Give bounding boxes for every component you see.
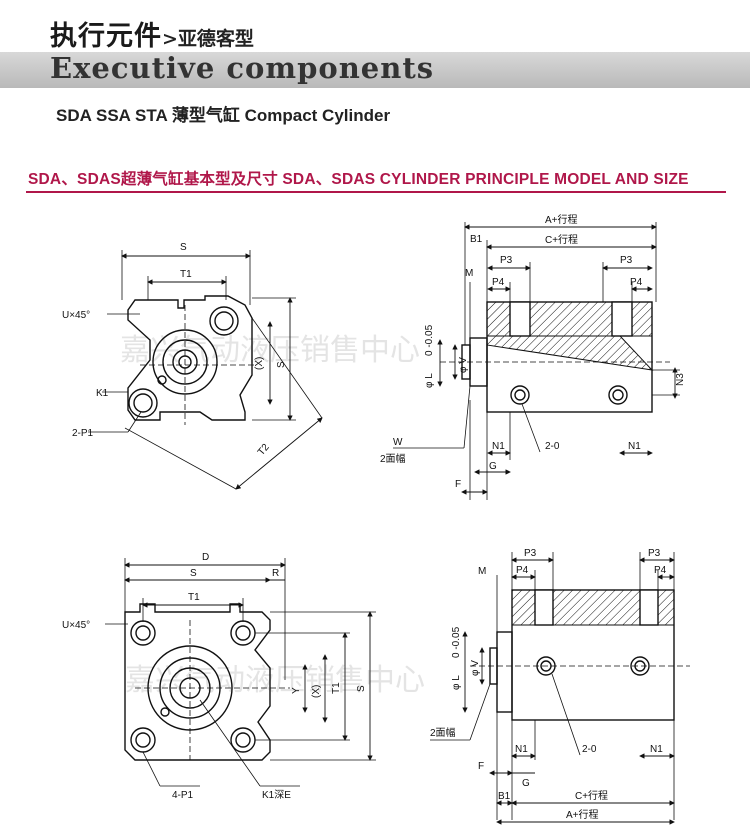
dim-S-bottom: S <box>190 568 197 579</box>
dim-R: R <box>272 568 279 579</box>
dim-F-bottom: F <box>478 761 484 772</box>
dim-T2: T2 <box>256 442 272 458</box>
bottom-front-view <box>105 558 376 787</box>
dim-T1-bottom: T1 <box>188 592 200 603</box>
dim-S-side-bottom: S <box>356 685 367 692</box>
dim-P3-right: P3 <box>620 255 633 266</box>
dim-W-note: 2面幅 <box>380 452 406 465</box>
dim-P3-left: P3 <box>500 255 513 266</box>
top-front-view <box>88 250 323 490</box>
dim-X: (X) <box>254 357 265 370</box>
dim-A-stroke: A+行程 <box>545 213 578 226</box>
dim-U45-bottom: U×45° <box>62 620 90 631</box>
dim-L-tol-bottom: 0 -0.05 <box>451 626 462 658</box>
dim-W-note-bottom: 2面幅 <box>430 726 456 739</box>
title-cn: 执行元件>亚德客型 <box>50 21 254 52</box>
page-header: 执行元件>亚德客型 Executive components <box>0 0 750 96</box>
dim-2P1: 2-P1 <box>72 428 94 439</box>
dim-M: M <box>465 268 473 279</box>
section-title: SDA、SDAS超薄气缸基本型及尺寸 SDA、SDAS CYLINDER PRI… <box>28 171 689 188</box>
dim-L: φ L <box>424 373 435 388</box>
dim-V-bottom: φ V <box>470 660 481 676</box>
dim-4P1: 4-P1 <box>172 790 194 801</box>
dim-P4-left-bottom: P4 <box>516 565 529 576</box>
dim-F: F <box>455 479 461 490</box>
dim-X-bottom: (X) <box>311 685 322 698</box>
dim-W: W <box>393 437 403 448</box>
dim-L-bottom: φ L <box>451 675 462 690</box>
dim-T1: T1 <box>180 269 192 280</box>
bottom-side-view <box>430 552 690 825</box>
dim-D: D <box>202 552 209 563</box>
dim-M-bottom: M <box>478 566 486 577</box>
dim-2-0: 2-0 <box>545 441 560 452</box>
dim-V: φ V <box>458 357 469 373</box>
dim-P3-right-bottom: P3 <box>648 548 661 559</box>
dim-K1-depth: K1深E <box>262 789 291 801</box>
dim-L-tol: 0 -0.05 <box>424 324 435 356</box>
dim-P4-right: P4 <box>630 277 643 288</box>
dim-G: G <box>489 461 497 472</box>
dim-N1-left: N1 <box>492 441 505 452</box>
dim-S-side: S <box>276 361 287 368</box>
dim-G-bottom: G <box>522 778 530 789</box>
top-side-view <box>393 222 680 500</box>
dim-N1-right: N1 <box>628 441 641 452</box>
dim-U45: U×45° <box>62 310 90 321</box>
dim-C-stroke-bottom: C+行程 <box>575 789 608 802</box>
dim-P4-right-bottom: P4 <box>654 565 667 576</box>
watermark-bottom: 嘉兴气动液压销售中心 <box>125 663 425 698</box>
dim-P4-left: P4 <box>492 277 505 288</box>
dim-B1-bottom: B1 <box>498 791 511 802</box>
product-subtitle: SDA SSA STA 薄型气缸 Compact Cylinder <box>56 106 391 125</box>
section-rule <box>26 191 726 193</box>
dim-2-0-bottom: 2-0 <box>582 744 597 755</box>
dim-C-stroke: C+行程 <box>545 233 578 246</box>
dim-P3-left-bottom: P3 <box>524 548 537 559</box>
title-en: Executive components <box>50 51 435 85</box>
dim-K1: K1 <box>96 388 109 399</box>
header-band <box>0 52 750 88</box>
dim-N1-left-bottom: N1 <box>515 744 528 755</box>
dim-N3: N3 <box>675 373 686 386</box>
dim-N1-right-bottom: N1 <box>650 744 663 755</box>
dim-S: S <box>180 242 187 253</box>
dim-A-stroke-bottom: A+行程 <box>566 808 599 821</box>
dim-T1-side: T1 <box>331 682 342 694</box>
dim-Y: Y <box>291 687 302 694</box>
dim-B1: B1 <box>470 234 483 245</box>
title-cn-sub: >亚德客型 <box>162 28 254 50</box>
